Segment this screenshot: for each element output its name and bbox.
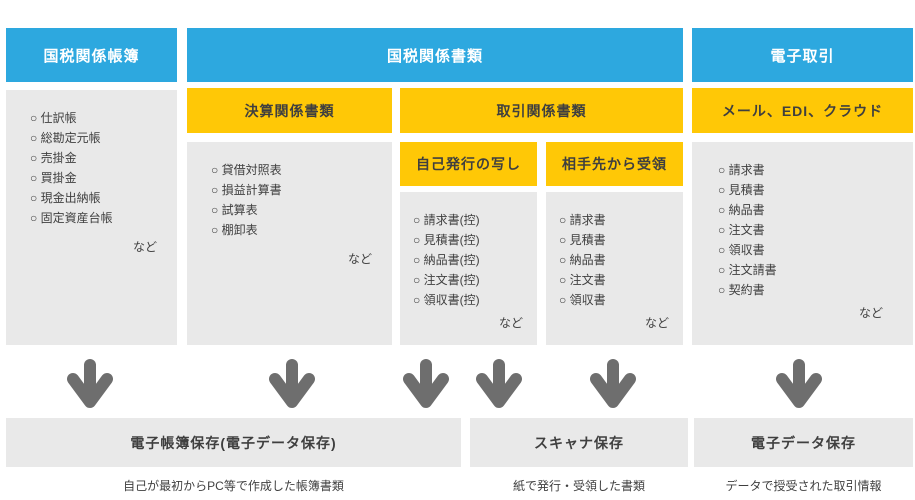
etc-label: など [132, 240, 157, 254]
panel-settlement-list: ○ 貸借対照表 ○ 損益計算書 ○ 試算表 ○ 棚卸表 など [187, 142, 392, 345]
item-list: ○ 仕訳帳 ○ 総勘定元帳 ○ 売掛金 ○ 買掛金 ○ 現金出納帳 ○ 固定資産台帳 [30, 108, 161, 228]
down-arrow-icon [269, 358, 315, 410]
subheader-settlement-documents: 決算関係書類 [187, 88, 392, 133]
list-item: ○ 納品書 [718, 203, 765, 217]
etc-label: など [498, 316, 523, 330]
list-item: ○ 見積書 [559, 233, 606, 247]
list-item: ○ 領収書 [559, 293, 606, 307]
header-tax-documents: 国税関係書類 [187, 28, 683, 82]
subheader-mail-edi-cloud: メール、EDI、クラウド [692, 88, 913, 133]
down-arrow-icon [67, 358, 113, 410]
subheader-transaction-documents: 取引関係書類 [400, 88, 683, 133]
caption-electronic-books: 自己が最初からPC等で作成した帳簿書類 [123, 479, 344, 493]
list-item: ○ 固定資産台帳 [30, 211, 113, 225]
panel-received-list: ○ 請求書 ○ 見積書 ○ 納品書 ○ 注文書 ○ 領収書 など [546, 192, 683, 345]
storage-box-electronic-books: 電子帳簿保存(電子データ保存) [6, 418, 461, 467]
etc-label: など [858, 306, 883, 320]
list-item: ○ 請求書(控) [413, 213, 480, 227]
subheader-received-from-counterparty: 相手先から受領 [546, 142, 683, 186]
down-arrow-icon [590, 358, 636, 410]
list-item: ○ 注文書 [559, 273, 606, 287]
header-electronic-transactions: 電子取引 [692, 28, 913, 82]
etc-label: など [644, 316, 669, 330]
list-item: ○ 買掛金 [30, 171, 77, 185]
list-item: ○ 貸借対照表 [211, 163, 282, 177]
caption-electronic-data: データで授受された取引情報 [725, 479, 882, 493]
storage-box-scanner: スキャナ保存 [470, 418, 688, 467]
panel-self-issued-list: ○ 請求書(控) ○ 見積書(控) ○ 納品書(控) ○ 注文書(控) ○ 領収書(控)… [400, 192, 537, 345]
list-item: ○ 見積書(控) [413, 233, 480, 247]
down-arrow-icon [776, 358, 822, 410]
panel-electronic-transactions-list: ○ 請求書 ○ 見積書 ○ 納品書 ○ 注文書 ○ 領収書 ○ 注文請書 ○ 契約書 など [692, 142, 913, 345]
list-item: ○ 契約書 [718, 283, 765, 297]
list-item: ○ 現金出納帳 [30, 191, 101, 205]
subheader-self-issued-copies: 自己発行の写し [400, 142, 537, 186]
storage-box-electronic-data: 電子データ保存 [694, 418, 913, 467]
list-item: ○ 注文書 [718, 223, 765, 237]
down-arrow-icon [403, 358, 449, 410]
list-item: ○ 見積書 [718, 183, 765, 197]
list-item: ○ 損益計算書 [211, 183, 282, 197]
header-tax-books: 国税関係帳簿 [6, 28, 177, 82]
item-list: ○ 請求書 ○ 見積書 ○ 納品書 ○ 注文書 ○ 領収書 [559, 210, 673, 310]
etc-label: など [347, 252, 372, 266]
panel-tax-books-list: ○ 仕訳帳 ○ 総勘定元帳 ○ 売掛金 ○ 買掛金 ○ 現金出納帳 ○ 固定資産台帳 など [6, 90, 177, 345]
list-item: ○ 領収書 [718, 243, 765, 257]
list-item: ○ 納品書 [559, 253, 606, 267]
list-item: ○ 請求書 [559, 213, 606, 227]
list-item: ○ 仕訳帳 [30, 111, 77, 125]
list-item: ○ 領収書(控) [413, 293, 480, 307]
list-item: ○ 納品書(控) [413, 253, 480, 267]
down-arrow-icon [476, 358, 522, 410]
list-item: ○ 総勘定元帳 [30, 131, 101, 145]
list-item: ○ 試算表 [211, 203, 258, 217]
item-list: ○ 貸借対照表 ○ 損益計算書 ○ 試算表 ○ 棚卸表 [211, 160, 376, 240]
item-list: ○ 請求書(控) ○ 見積書(控) ○ 納品書(控) ○ 注文書(控) ○ 領収書(控) [413, 210, 527, 310]
list-item: ○ 売掛金 [30, 151, 77, 165]
item-list: ○ 請求書 ○ 見積書 ○ 納品書 ○ 注文書 ○ 領収書 ○ 注文請書 ○ 契約書 [718, 160, 897, 300]
list-item: ○ 請求書 [718, 163, 765, 177]
list-item: ○ 注文請書 [718, 263, 777, 277]
list-item: ○ 棚卸表 [211, 223, 258, 237]
caption-scanner: 紙で発行・受領した書類 [512, 479, 645, 493]
list-item: ○ 注文書(控) [413, 273, 480, 287]
